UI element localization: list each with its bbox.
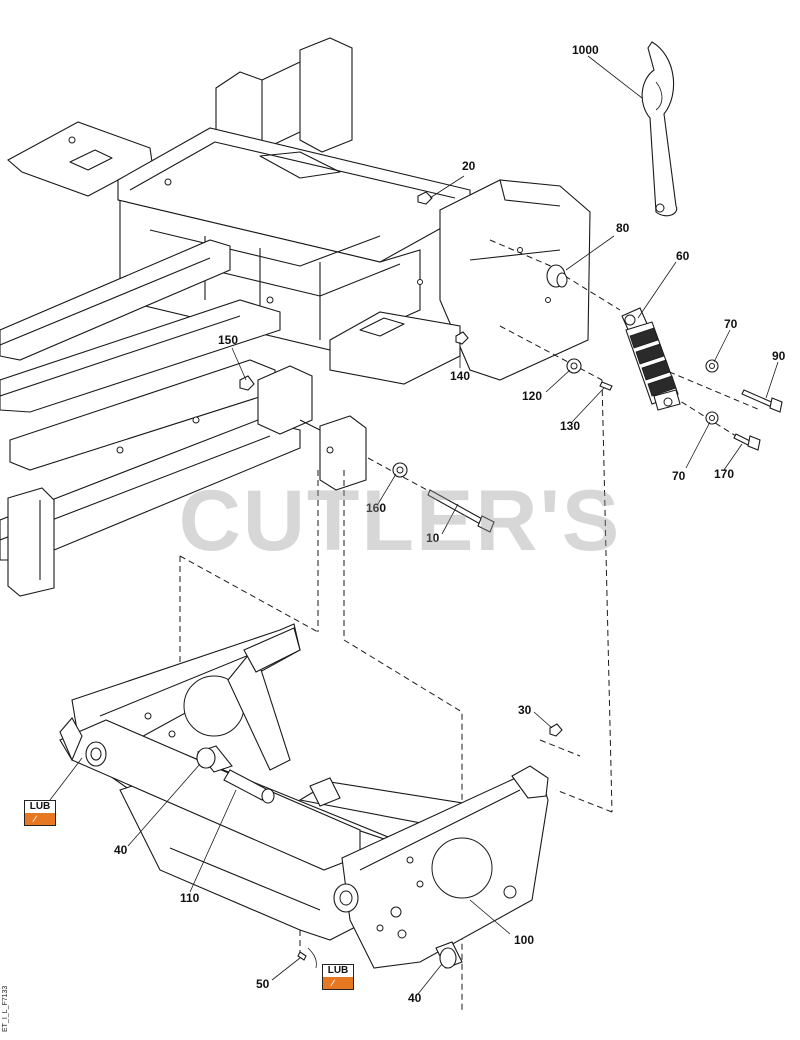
lubrication-icon: LUB ∕ [322, 964, 354, 990]
callout-10: 10 [426, 531, 440, 545]
hardware-parts [239, 191, 783, 961]
callout-70-lower: 70 [672, 469, 686, 483]
callout-150: 150 [218, 333, 238, 347]
callout-130: 130 [560, 419, 580, 433]
lub-label: LUB [327, 965, 349, 976]
callout-90: 90 [772, 349, 786, 363]
callout-80: 80 [616, 221, 630, 235]
callout-1000: 1000 [572, 43, 599, 57]
callout-110: 110 [180, 891, 200, 905]
callout-40-lower: 40 [408, 991, 422, 1005]
spanner-wrench [641, 41, 678, 217]
shock-absorber [621, 307, 681, 411]
callout-120: 120 [522, 389, 542, 403]
callout-20: 20 [462, 159, 476, 173]
swing-arm-assembly [59, 623, 549, 969]
leader-lines [49, 55, 779, 995]
callout-170: 170 [714, 467, 734, 481]
drawing-code: ET_I_L_F7133 [2, 985, 9, 1032]
callout-30: 30 [518, 703, 532, 717]
callout-labels: 1000 20 80 60 150 140 70 90 120 130 70 1… [114, 43, 786, 1005]
callout-100: 100 [514, 933, 534, 947]
chassis-frame [0, 37, 591, 597]
lubrication-icon: LUB ∕ [24, 800, 56, 826]
callout-160: 160 [366, 501, 386, 515]
callout-60: 60 [676, 249, 690, 263]
callout-50: 50 [256, 977, 270, 991]
callout-140: 140 [450, 369, 470, 383]
callout-40-upper: 40 [114, 843, 128, 857]
lub-label: LUB [29, 801, 51, 812]
callout-70-upper: 70 [724, 317, 738, 331]
